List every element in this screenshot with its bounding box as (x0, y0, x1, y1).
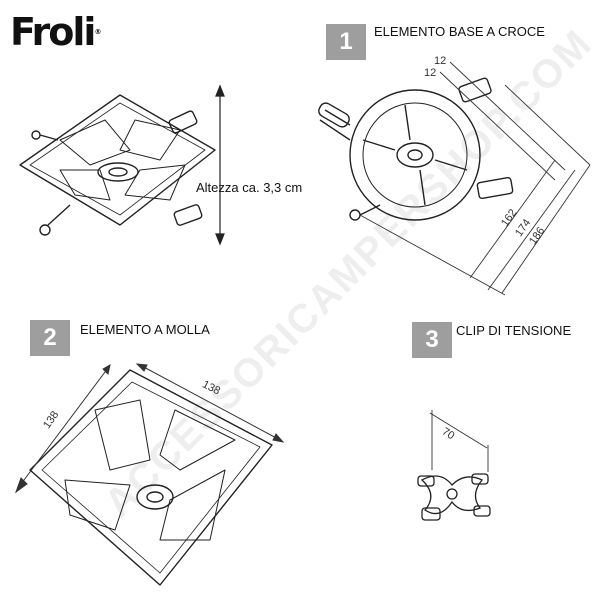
item-3-title: CLIP DI TENSIONE (456, 323, 572, 338)
item-1-dim-12a: 12 (434, 55, 447, 67)
item-1-number: 1 (326, 24, 366, 60)
registered-mark: ® (94, 28, 102, 36)
item-2-title: ELEMENTO A MOLLA (80, 322, 210, 337)
froli-logo: Froli® (10, 12, 101, 52)
logo-text: Froli (10, 10, 96, 54)
item-1-dim-12b: 12 (424, 67, 437, 79)
item-1-title: ELEMENTO BASE A CROCE (374, 24, 545, 39)
item-3-number: 3 (412, 322, 452, 358)
item-2-number: 2 (30, 320, 70, 356)
height-label: Altezza ca. 3,3 cm (196, 180, 303, 195)
